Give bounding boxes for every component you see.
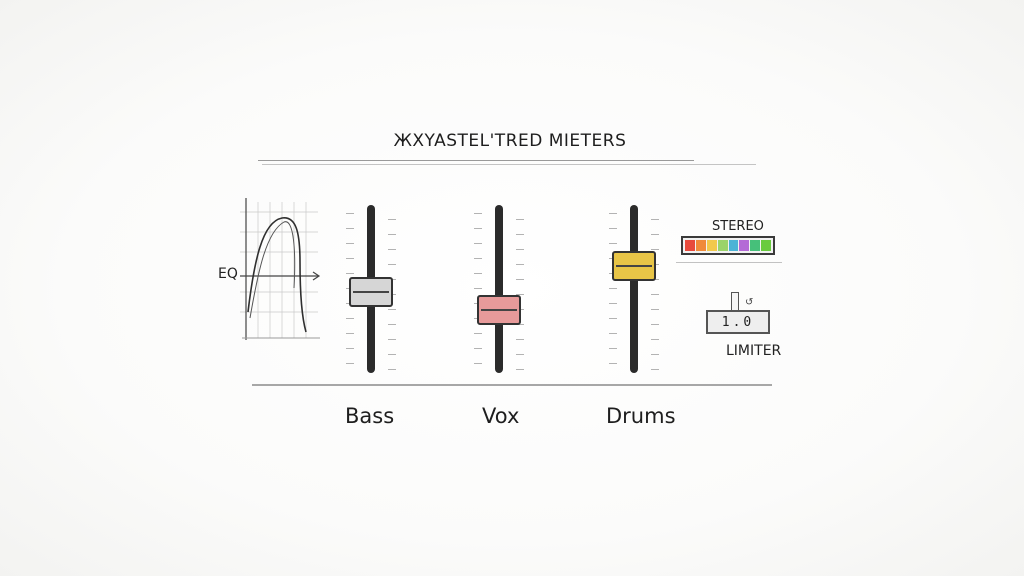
fader-tick bbox=[346, 348, 354, 349]
fader-tick bbox=[651, 294, 659, 295]
fader-tick bbox=[346, 273, 354, 274]
fader-vox-knob[interactable] bbox=[477, 294, 521, 325]
eq-label: EQ bbox=[218, 266, 238, 282]
fader-tick bbox=[516, 294, 524, 295]
fader-vox[interactable] bbox=[468, 205, 530, 377]
fader-tick bbox=[651, 339, 659, 340]
fader-tick bbox=[516, 324, 524, 325]
fader-tick bbox=[388, 339, 396, 340]
limiter-display: 1.0 bbox=[706, 310, 770, 334]
fader-tick bbox=[388, 264, 396, 265]
fader-tick bbox=[388, 219, 396, 220]
fader-tick bbox=[609, 213, 617, 214]
fader-tick bbox=[346, 258, 354, 259]
fader-tick bbox=[388, 354, 396, 355]
fader-vox-scale bbox=[468, 213, 530, 370]
fader-drums[interactable] bbox=[603, 205, 665, 377]
page-title: ЖXYASTEL'TRED MIETERS bbox=[393, 131, 627, 151]
fader-tick bbox=[388, 249, 396, 250]
stereo-underline bbox=[676, 262, 782, 263]
fader-tick bbox=[474, 363, 482, 364]
fader-tick bbox=[609, 243, 617, 244]
fader-tick bbox=[474, 348, 482, 349]
fader-tick bbox=[474, 213, 482, 214]
stereo-meter-segment bbox=[685, 240, 695, 251]
fader-tick bbox=[346, 228, 354, 229]
fader-tick bbox=[516, 354, 524, 355]
fader-tick bbox=[346, 213, 354, 214]
limiter-label: LIMITER bbox=[726, 343, 782, 359]
stereo-meter-segment bbox=[695, 240, 706, 251]
fader-tick bbox=[516, 234, 524, 235]
fader-tick bbox=[609, 333, 617, 334]
fader-tick bbox=[474, 273, 482, 274]
fader-tick bbox=[516, 279, 524, 280]
fader-tick bbox=[474, 288, 482, 289]
eq-curve-secondary bbox=[249, 221, 296, 319]
channel-label-bass: Bass bbox=[345, 404, 395, 428]
fader-tick bbox=[516, 369, 524, 370]
stereo-meter bbox=[681, 236, 775, 255]
fader-tick bbox=[474, 333, 482, 334]
fader-tick bbox=[388, 324, 396, 325]
fader-tick bbox=[651, 234, 659, 235]
fader-tick bbox=[609, 348, 617, 349]
fader-tick bbox=[346, 333, 354, 334]
stereo-meter-segment bbox=[728, 240, 739, 251]
fader-tick bbox=[651, 309, 659, 310]
title-rule-secondary bbox=[262, 164, 756, 165]
eq-axis-arrow bbox=[312, 271, 321, 281]
fader-tick bbox=[609, 303, 617, 304]
channel-label-drums: Drums bbox=[606, 404, 676, 428]
fader-vox-track[interactable] bbox=[495, 205, 503, 373]
fader-bass-knob[interactable] bbox=[349, 276, 393, 307]
fader-tick bbox=[346, 363, 354, 364]
stereo-meter-segment bbox=[739, 240, 750, 251]
fader-tick bbox=[651, 249, 659, 250]
fader-drums-track[interactable] bbox=[630, 205, 638, 373]
title-rule bbox=[258, 160, 694, 161]
eq-grid bbox=[240, 202, 318, 338]
stereo-label: STEREO bbox=[712, 219, 764, 234]
limiter-rotate-icon: ↺ bbox=[745, 297, 754, 308]
fader-tick bbox=[516, 249, 524, 250]
fader-tick bbox=[388, 234, 396, 235]
fader-tick bbox=[388, 309, 396, 310]
fader-tick bbox=[346, 318, 354, 319]
stereo-meter-segment bbox=[761, 240, 771, 251]
stereo-meter-segment bbox=[750, 240, 761, 251]
eq-graph[interactable] bbox=[236, 192, 328, 344]
fader-tick bbox=[474, 243, 482, 244]
stereo-meter-segment bbox=[706, 240, 717, 251]
fader-tick bbox=[516, 219, 524, 220]
fader-tick bbox=[651, 324, 659, 325]
fader-tick bbox=[651, 369, 659, 370]
fader-tick bbox=[651, 219, 659, 220]
mixer-baseline bbox=[252, 384, 772, 386]
channel-label-vox: Vox bbox=[482, 404, 520, 428]
fader-tick bbox=[609, 363, 617, 364]
fader-tick bbox=[388, 369, 396, 370]
eq-curve bbox=[247, 217, 307, 333]
limiter-knob[interactable] bbox=[731, 292, 739, 312]
fader-tick bbox=[609, 318, 617, 319]
fader-tick bbox=[474, 228, 482, 229]
fader-bass[interactable] bbox=[340, 205, 402, 377]
fader-tick bbox=[516, 339, 524, 340]
stereo-meter-segment bbox=[717, 240, 728, 251]
fader-tick bbox=[651, 354, 659, 355]
fader-tick bbox=[609, 228, 617, 229]
fader-tick bbox=[474, 258, 482, 259]
fader-tick bbox=[516, 264, 524, 265]
fader-tick bbox=[346, 243, 354, 244]
fader-drums-knob[interactable] bbox=[612, 250, 656, 281]
fader-tick bbox=[609, 288, 617, 289]
